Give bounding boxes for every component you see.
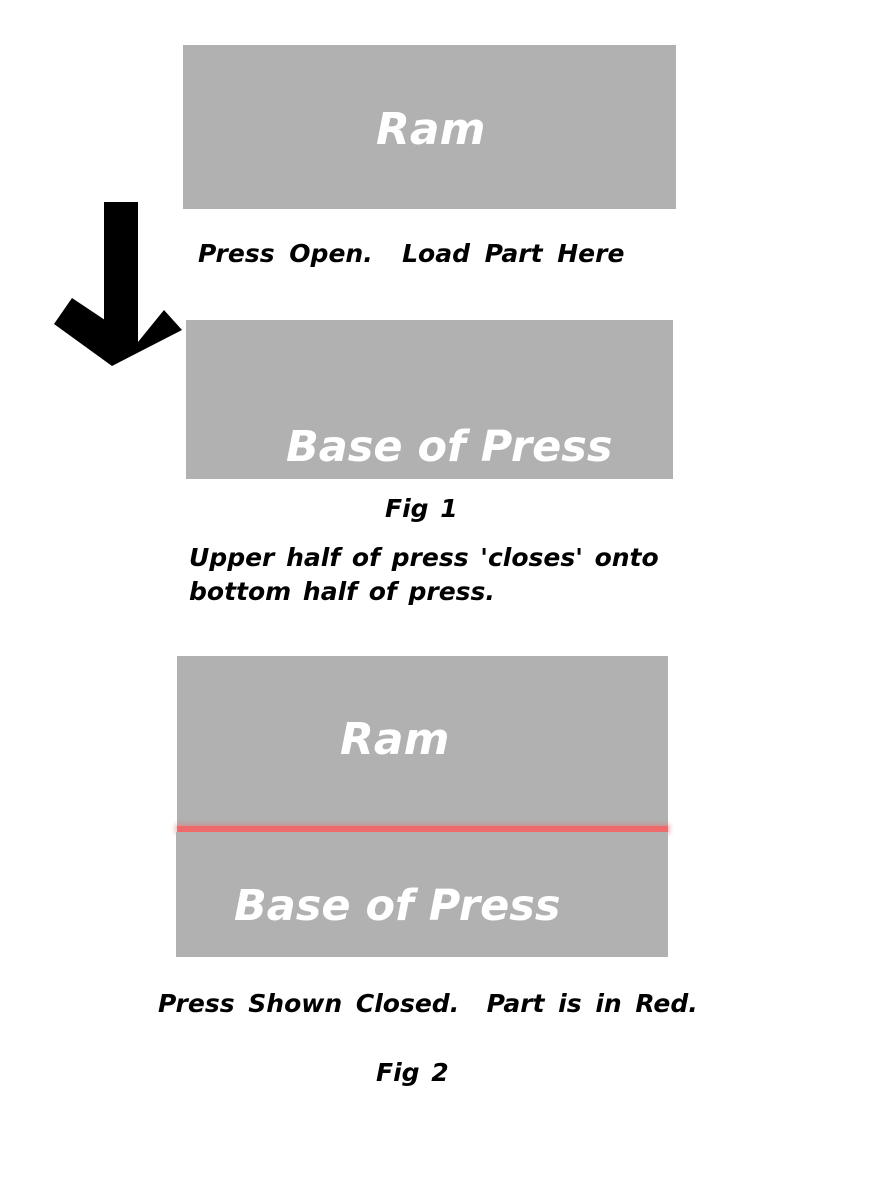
fig2-ram-label: Ram: [340, 714, 450, 765]
part-red-strip: [177, 826, 668, 832]
fig1-description-line1: Upper half of press 'closes' onto: [189, 543, 659, 572]
fig2-label: Fig 2: [376, 1058, 449, 1087]
fig1-load-caption: Press Open. Load Part Here: [198, 239, 625, 268]
fig2-caption: Press Shown Closed. Part is in Red.: [158, 989, 698, 1018]
fig2-base-block: Base of Press: [176, 832, 668, 957]
fig1-base-block: Base of Press: [186, 320, 673, 479]
fig1-ram-label: Ram: [376, 104, 486, 155]
fig1-base-label: Base of Press: [286, 422, 613, 472]
fig1-label: Fig 1: [385, 494, 458, 523]
down-arrow-icon: [54, 202, 182, 366]
fig2-base-label: Base of Press: [234, 881, 561, 931]
fig1-ram-block: Ram: [183, 45, 676, 209]
fig1-description-line2: bottom half of press.: [189, 577, 495, 606]
fig2-ram-block: Ram: [177, 656, 668, 828]
